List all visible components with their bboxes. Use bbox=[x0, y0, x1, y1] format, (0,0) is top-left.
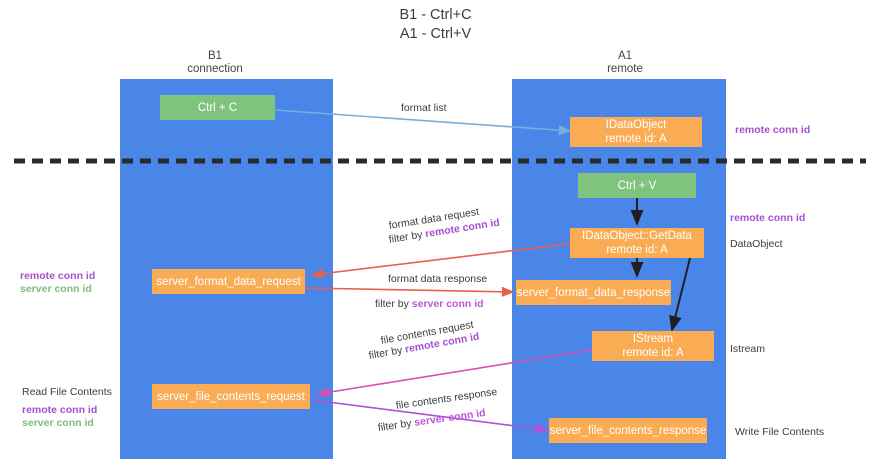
node-istream[interactable]: IStream remote id: A bbox=[592, 331, 714, 361]
node-istream-label: IStream bbox=[632, 333, 674, 345]
connector-getdata-istream bbox=[669, 257, 691, 332]
title-line-2: A1 - Ctrl+V bbox=[399, 26, 472, 42]
node-server-format-data-response-label: server_format_data_response bbox=[516, 286, 671, 299]
annotation-left-mid-remote-conn-id: remote conn id bbox=[20, 270, 96, 282]
connector-format-data-response bbox=[304, 286, 515, 297]
annotation-remote-conn-id-top: remote conn id bbox=[735, 124, 811, 136]
diagram-title: B1 - Ctrl+C A1 - Ctrl+V bbox=[0, 6, 871, 44]
filter-key-server-conn-id: server conn id bbox=[411, 298, 484, 310]
node-idataobject[interactable]: IDataObject remote id: A bbox=[570, 117, 702, 147]
lane-header-a1: A1 remote bbox=[565, 50, 685, 76]
annotation-dataobject: DataObject bbox=[730, 238, 783, 250]
node-ctrl-c-label: Ctrl + C bbox=[197, 101, 238, 114]
node-istream-sub: remote id: A bbox=[622, 347, 684, 359]
node-idataobject-label: IDataObject bbox=[605, 119, 667, 131]
annotation-remote-conn-id-mid: remote conn id bbox=[730, 212, 806, 224]
annotation-left-bottom-server-conn-id: server conn id bbox=[22, 417, 94, 429]
node-server-format-data-response[interactable]: server_format_data_response bbox=[516, 280, 671, 305]
node-idataobject-sub: remote id: A bbox=[605, 133, 667, 145]
annotation-left-bottom-remote-conn-id: remote conn id bbox=[22, 404, 98, 416]
connector-format-list bbox=[274, 109, 572, 136]
lane-a1-name: A1 bbox=[617, 50, 633, 62]
edge-label-format-data-response: format data response bbox=[388, 273, 488, 285]
annotation-write-file-contents: Write File Contents bbox=[735, 426, 825, 438]
node-ctrl-v[interactable]: Ctrl + V bbox=[578, 173, 696, 198]
connector-format-data-request bbox=[310, 242, 576, 279]
annotation-istream: Istream bbox=[730, 343, 766, 355]
edge-label-format-data-response-filter: filter by server conn id bbox=[375, 298, 484, 311]
lane-a1-role: remote bbox=[607, 63, 643, 75]
lane-b1-name: B1 bbox=[207, 50, 223, 62]
lane-b1-role: connection bbox=[187, 63, 243, 75]
connector-file-contents-request bbox=[316, 349, 593, 398]
annotation-left-mid-server-conn-id: server conn id bbox=[20, 283, 92, 295]
node-server-format-data-request[interactable]: server_format_data_request bbox=[152, 269, 305, 294]
node-getdata[interactable]: IDataObject::GetData remote id: A bbox=[570, 228, 704, 258]
node-server-file-contents-request-label: server_file_contents_request bbox=[157, 390, 305, 403]
node-server-file-contents-request[interactable]: server_file_contents_request bbox=[152, 384, 310, 409]
node-getdata-sub: remote id: A bbox=[606, 244, 668, 256]
node-server-format-data-request-label: server_format_data_request bbox=[156, 275, 301, 288]
node-server-file-contents-response[interactable]: server_file_contents_response bbox=[549, 418, 707, 443]
title-line-1: B1 - Ctrl+C bbox=[399, 7, 472, 23]
connector-file-contents-response bbox=[311, 399, 549, 434]
annotation-read-file-contents: Read File Contents bbox=[22, 386, 112, 398]
lane-header-b1: B1 connection bbox=[155, 50, 275, 76]
node-ctrl-c[interactable]: Ctrl + C bbox=[160, 95, 275, 120]
edge-label-format-list: format list bbox=[401, 102, 447, 114]
node-getdata-label: IDataObject::GetData bbox=[582, 230, 692, 242]
filter-prefix: filter by bbox=[375, 298, 412, 310]
node-server-file-contents-response-label: server_file_contents_response bbox=[549, 424, 707, 437]
node-ctrl-v-label: Ctrl + V bbox=[617, 179, 657, 192]
